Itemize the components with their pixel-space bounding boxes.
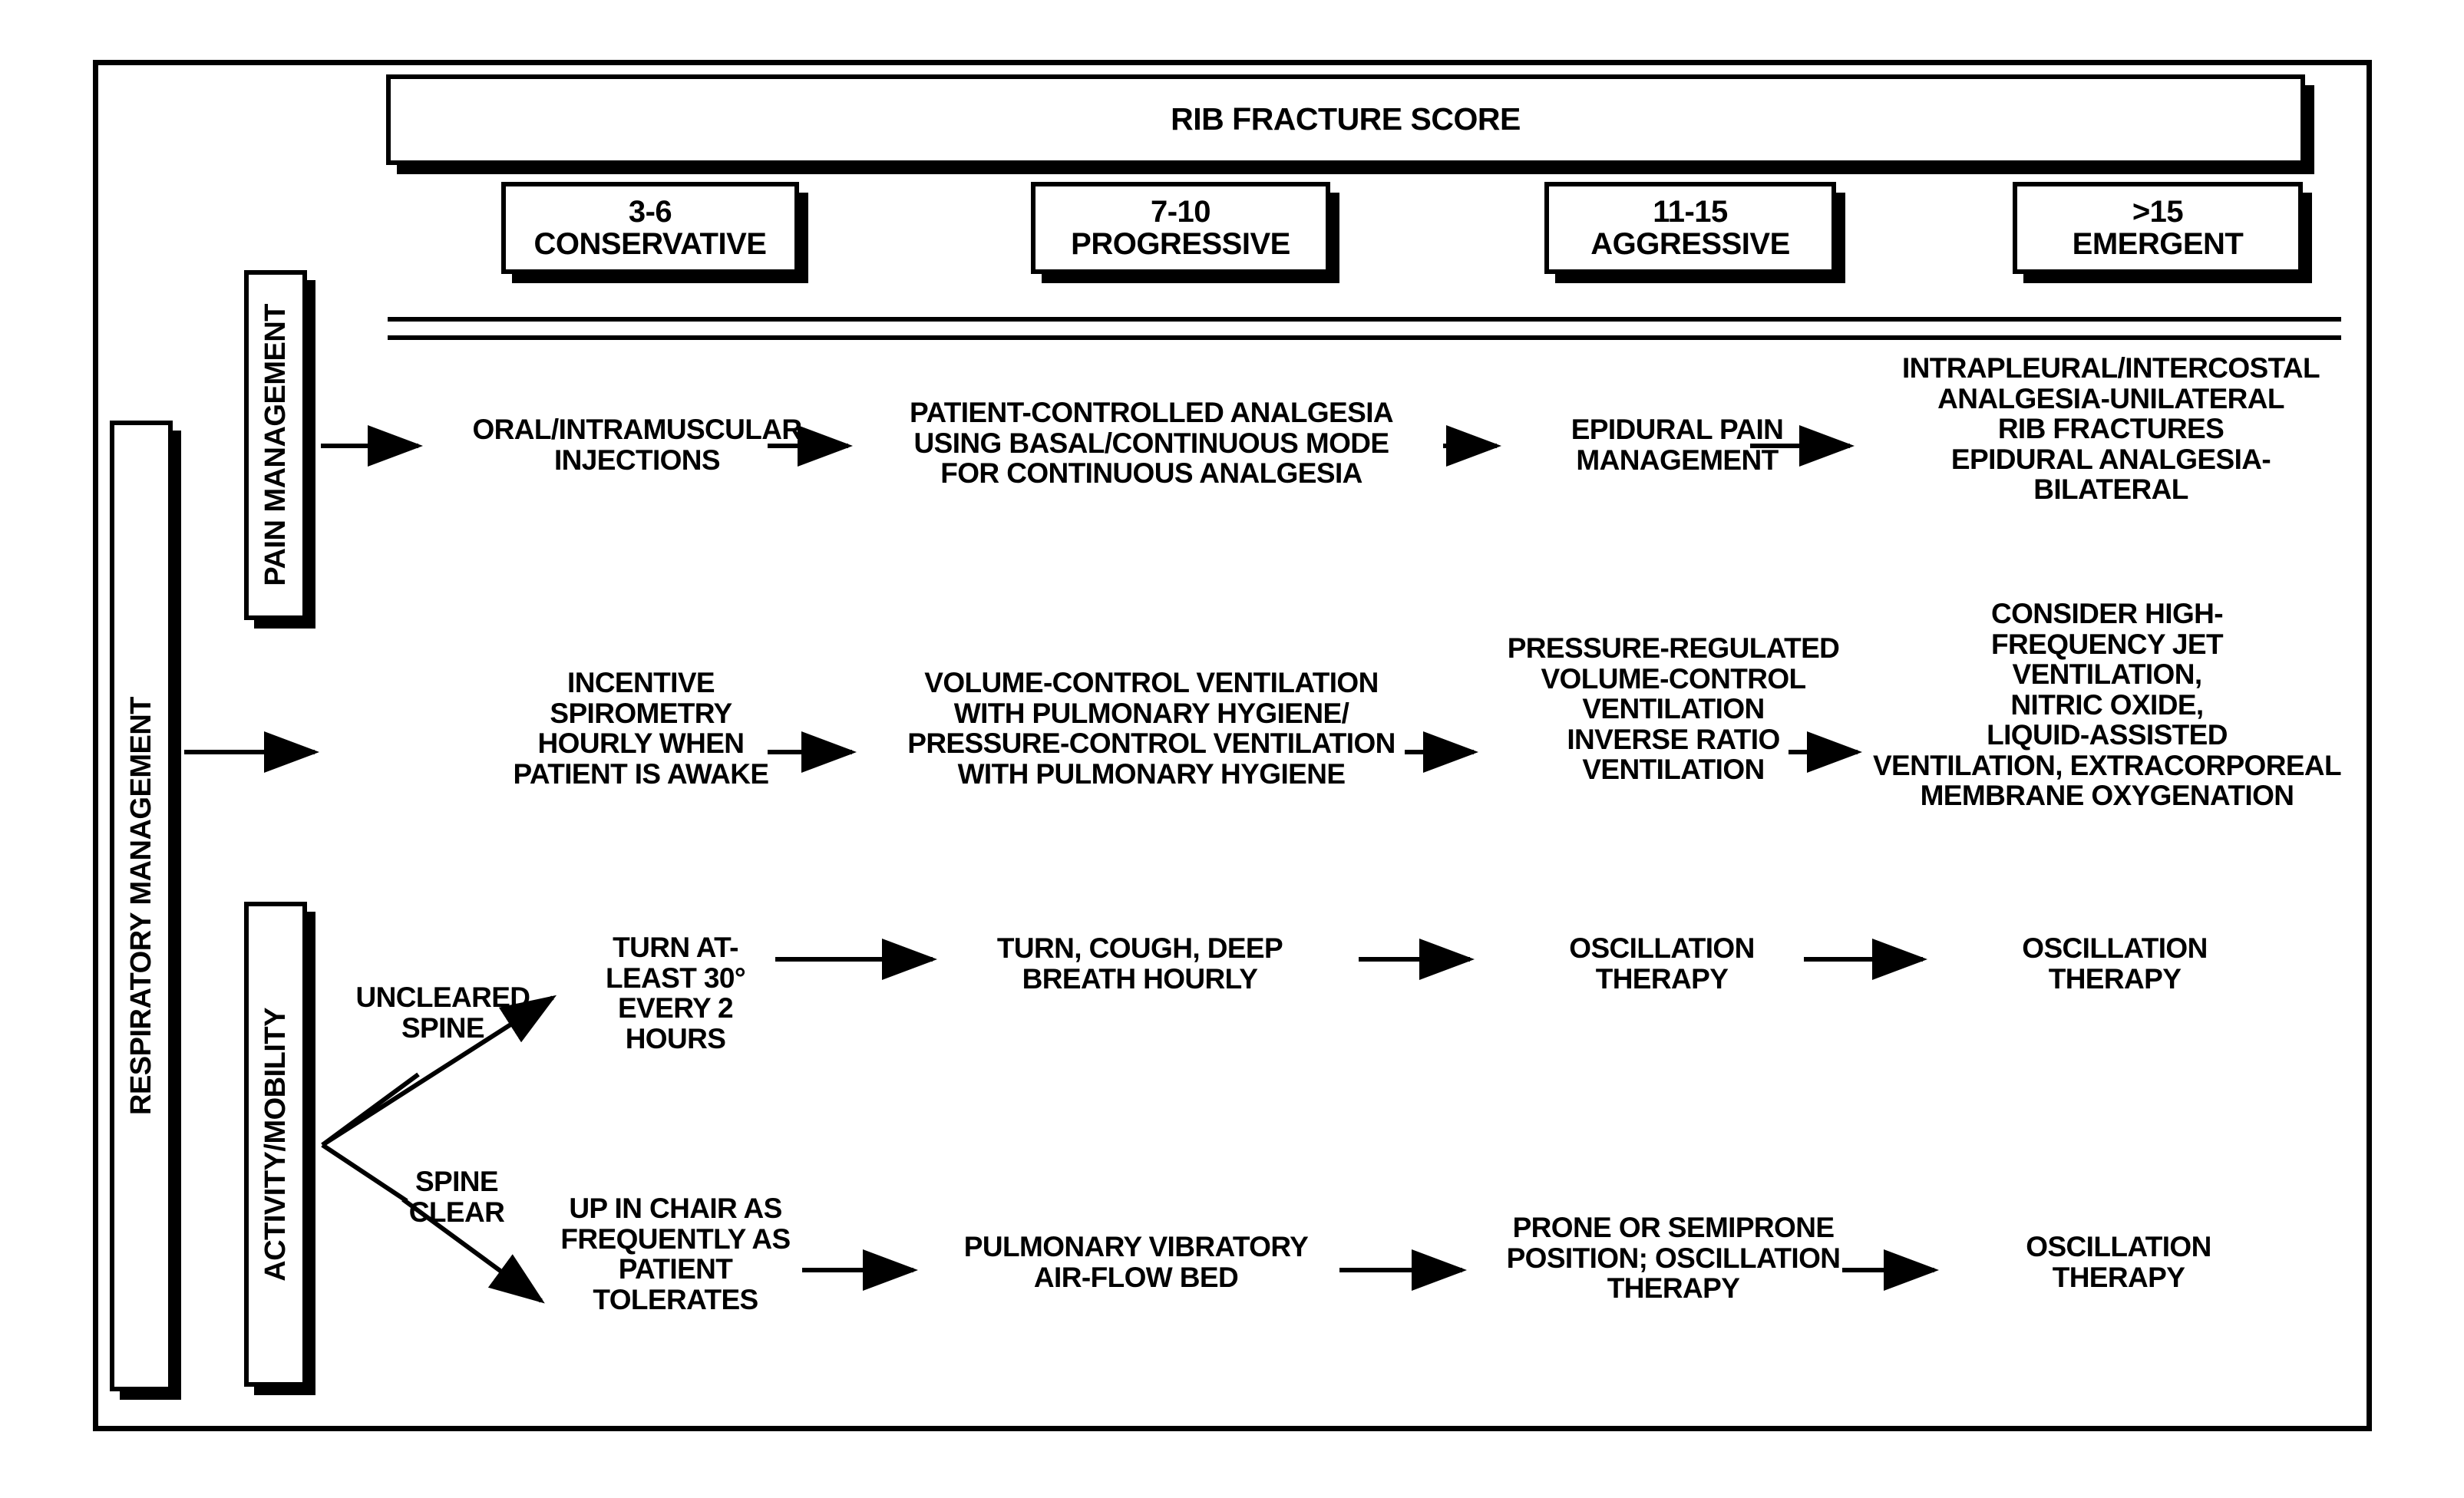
column-header-emergent: >15 EMERGENT [2013, 182, 2303, 274]
branch-label-uncleared-spine: UNCLEARED SPINE [355, 982, 530, 1044]
diagram-outer-frame [93, 60, 2372, 1431]
cell-respiratory-emergent: CONSIDER HIGH- FREQUENCY JET VENTILATION… [1872, 598, 2342, 812]
cell-activity-clear-aggressive: PRONE OR SEMIPRONE POSITION; OSCILLATION… [1506, 1212, 1841, 1305]
header-divider-line-bottom [388, 335, 2341, 340]
column-header-progressive: 7-10 PROGRESSIVE [1031, 182, 1330, 274]
category-pain-management: PAIN MANAGEMENT [244, 270, 307, 620]
cell-activity-uncleared-emergent: OSCILLATION THERAPY [2022, 932, 2208, 995]
category-label: ACTIVITY/MOBILITY [259, 1007, 292, 1282]
cell-activity-clear-conservative: UP IN CHAIR AS FREQUENTLY AS PATIENT TOL… [560, 1193, 791, 1315]
column-header-conservative: 3-6 CONSERVATIVE [501, 182, 799, 274]
cell-respiratory-conservative: INCENTIVE SPIROMETRY HOURLY WHEN PATIENT… [513, 667, 769, 790]
category-label: PAIN MANAGEMENT [259, 304, 292, 586]
header-divider-line-top [388, 317, 2341, 322]
category-activity-mobility: ACTIVITY/MOBILITY [244, 902, 307, 1387]
title-box: RIB FRACTURE SCORE [386, 74, 2305, 165]
cell-activity-clear-progressive: PULMONARY VIBRATORY AIR-FLOW BED [963, 1231, 1309, 1293]
category-respiratory-management: RESPIRATORY MANAGEMENT [110, 421, 173, 1391]
cell-activity-uncleared-conservative: TURN AT- LEAST 30° EVERY 2 HOURS [605, 932, 746, 1054]
column-header-label: >15 EMERGENT [2072, 194, 2244, 261]
category-label: RESPIRATORY MANAGEMENT [124, 697, 157, 1115]
cell-respiratory-aggressive: PRESSURE-REGULATED VOLUME-CONTROL VENTIL… [1507, 632, 1840, 786]
cell-pain-emergent: INTRAPLEURAL/INTERCOSTAL ANALGESIA-UNILA… [1902, 352, 2320, 506]
column-header-label: 7-10 PROGRESSIVE [1071, 194, 1290, 261]
column-header-label: 11-15 AGGRESSIVE [1590, 194, 1790, 261]
title-text: RIB FRACTURE SCORE [1171, 101, 1521, 137]
branch-label-spine-clear: SPINE CLEAR [408, 1166, 505, 1228]
cell-pain-progressive: PATIENT-CONTROLLED ANALGESIA USING BASAL… [910, 397, 1394, 490]
cell-pain-conservative: ORAL/INTRAMUSCULAR INJECTIONS [472, 414, 802, 476]
cell-respiratory-progressive: VOLUME-CONTROL VENTILATION WITH PULMONAR… [907, 667, 1395, 790]
column-header-label: 3-6 CONSERVATIVE [533, 194, 767, 261]
cell-activity-clear-emergent: OSCILLATION THERAPY [2026, 1231, 2211, 1293]
cell-activity-uncleared-aggressive: OSCILLATION THERAPY [1569, 932, 1755, 995]
cell-pain-aggressive: EPIDURAL PAIN MANAGEMENT [1571, 414, 1784, 476]
cell-activity-uncleared-progressive: TURN, COUGH, DEEP BREATH HOURLY [996, 932, 1283, 995]
column-header-aggressive: 11-15 AGGRESSIVE [1544, 182, 1836, 274]
